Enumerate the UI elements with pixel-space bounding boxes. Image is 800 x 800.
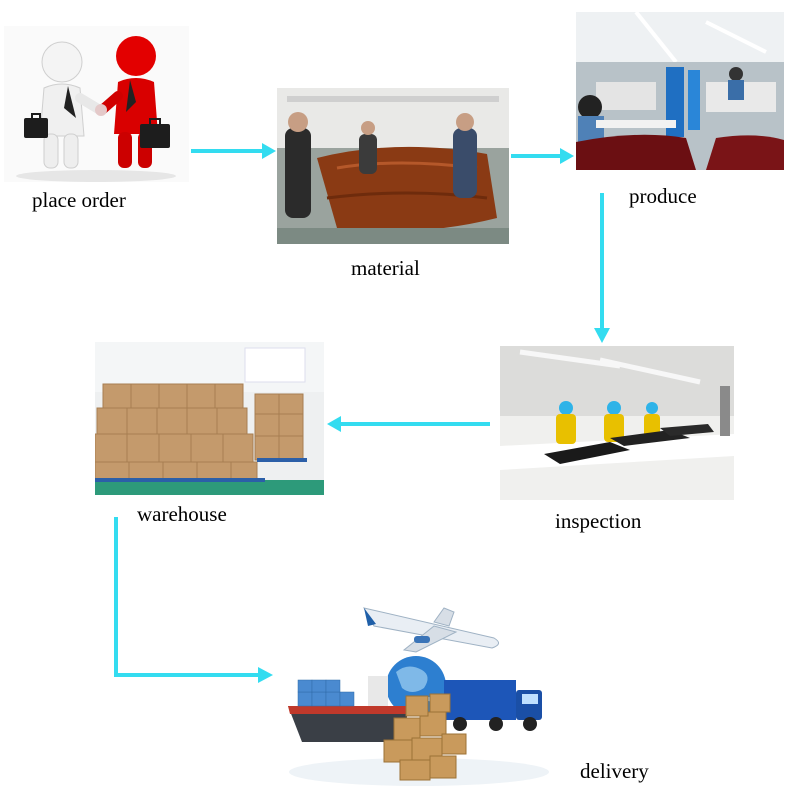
boxes-pallet-photo [95, 342, 324, 495]
warehouse-label: warehouse [137, 502, 227, 526]
inspection-image [500, 346, 734, 500]
place-order-image [4, 26, 189, 182]
place-order-label: place order [32, 188, 126, 212]
delivery-label: delivery [580, 759, 649, 783]
arrow-inspection-to-warehouse [327, 416, 490, 432]
warehouse-image [95, 342, 324, 495]
handshake-icon [16, 36, 176, 182]
arrow-produce-to-inspection [594, 193, 610, 343]
inspection-label: inspection [555, 509, 642, 533]
arrow-material-to-produce [511, 148, 574, 164]
sewing-factory-photo [576, 12, 784, 170]
logistics-icon [288, 607, 549, 786]
delivery-image [284, 600, 554, 790]
material-label: material [351, 256, 420, 280]
produce-label: produce [629, 184, 697, 208]
airplane-icon [363, 607, 499, 653]
arrow-warehouse-to-delivery [114, 517, 273, 683]
arrow-order-to-material [191, 143, 276, 159]
produce-image [576, 12, 784, 170]
leather-cutting-photo [277, 88, 509, 244]
quality-inspection-photo [500, 346, 734, 500]
material-image [277, 88, 509, 244]
